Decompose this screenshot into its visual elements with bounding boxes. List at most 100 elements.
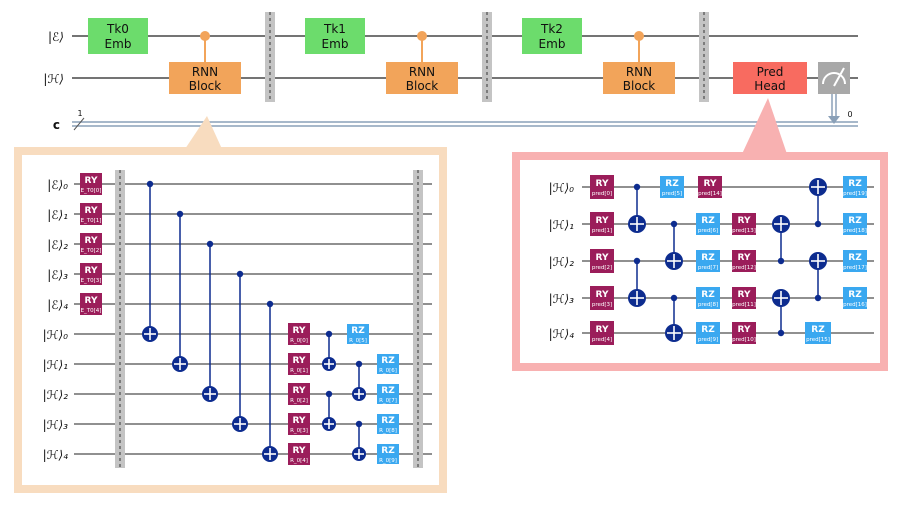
pred-rz-bottom-param: pred[15] <box>806 337 830 343</box>
rnn-cnot-h12-control-dot <box>355 360 363 368</box>
classical-bus-slash <box>73 117 85 131</box>
token-label-top: Tk0 <box>106 22 129 36</box>
pred-cnot-12 <box>665 220 683 270</box>
rnn-cnot-h23-control-dot <box>325 390 333 398</box>
pred-ry-col-2-name: RY <box>738 290 751 300</box>
rnn-h-ry-gate-4: RYR_0[4] <box>288 443 310 465</box>
rnn-wire-label-0: |ℰ⟩₀ <box>47 178 68 192</box>
pred-cnot-34 <box>665 294 683 342</box>
pred-ry-gate-1-name: RY <box>596 216 609 226</box>
pred-ry-gate-4-param: pred[4] <box>592 337 612 343</box>
rnn-e-ry-gate-2-name: RY <box>85 236 98 246</box>
pred-ry-col-2-box <box>732 287 756 309</box>
rnn-h-rz-gate-1-name: RZ <box>381 356 395 366</box>
pred-cnot-21 <box>772 215 790 265</box>
rnn-e-ry-gate-4-param: E_T0[4] <box>81 308 102 314</box>
pred-ry-col-0-name: RY <box>738 216 751 226</box>
top-barrier-0 <box>265 12 275 102</box>
rnn-h-rz-gate-4-name: RZ <box>381 446 395 456</box>
rnn-control-dot <box>417 31 427 41</box>
rnn-wire-label-2: |ℰ⟩₂ <box>47 238 68 252</box>
rnn-cnot-h01 <box>322 330 336 371</box>
pred-rz-right-0-box <box>843 176 867 198</box>
rnn-e-ry-gate-0: RY E_T0[0] <box>80 173 102 195</box>
pred-rz-right-1-param: pred[18] <box>843 228 867 234</box>
pred-rz-col-3-param: pred[9] <box>698 337 718 343</box>
pred-rz-bottom: RZ pred[15] <box>805 322 831 344</box>
rnn-label-bottom: Block <box>406 79 439 93</box>
pred-ry-col-3-param: pred[10] <box>732 337 756 343</box>
rnn-cnot-0 <box>142 180 158 342</box>
pred-cnot-01 <box>628 183 646 233</box>
token-box <box>305 18 365 54</box>
rnn-e-ry-gate-0-param: E_T0[0] <box>81 188 102 194</box>
rnn-h-ry-gate-3-box <box>288 413 310 435</box>
wire-label-h: |ℋ⟩ <box>43 72 64 86</box>
rnn-h-ry-gate-4-param: R_0[4] <box>290 458 308 464</box>
rnn-e-ry-gate-1-name: RY <box>85 206 98 216</box>
pred-wire-label-4: |ℋ⟩₄ <box>549 327 575 341</box>
pred-callout-pointer <box>742 98 787 154</box>
rnn-e-ry-gate-1-box <box>80 203 102 225</box>
pred-ry-top-name: RY <box>704 179 717 189</box>
pred-rz-right-3-param: pred[16] <box>843 302 867 308</box>
rnn-h-rz-gate-4-box <box>377 444 399 464</box>
rnn-control-dot <box>634 31 644 41</box>
meter-arrow <box>828 116 840 124</box>
pred-cnot-10 <box>809 178 827 228</box>
pred-ry-col-3: RY pred[10] <box>732 322 756 344</box>
token-label-top: Tk2 <box>540 22 563 36</box>
rnn-barrier-left <box>115 170 125 468</box>
pred-rz-right-2-param: pred[17] <box>843 265 867 271</box>
rnn-h-rz-gate-4: RZ R_0[9] <box>377 444 399 464</box>
rnn-h-ry-gate-0-param: R_0[0] <box>290 338 308 344</box>
pred-ry-gate-1-param: pred[1] <box>592 228 612 234</box>
rnn-label-bottom: Block <box>623 79 656 93</box>
pred-ry-gate-4-box <box>590 321 614 345</box>
rnn-e-ry-gate-1-param: E_T0[1] <box>81 218 102 224</box>
pred-ry-col-3-name: RY <box>738 325 751 335</box>
rnn-e-ry-gate-3-box <box>80 263 102 285</box>
rnn-box <box>603 62 675 94</box>
wire-label-e: |ℰ⟩ <box>48 30 64 44</box>
classical-measure-index: 0 <box>847 110 852 119</box>
rnn-control-dot <box>200 31 210 41</box>
rnn-h-ry-gate-0-box <box>288 323 310 345</box>
pred-rz-right-3-box <box>843 287 867 309</box>
rnn-box <box>386 62 458 94</box>
rnn-h-rz-gate-1-box <box>377 354 399 374</box>
pred-cnot-21-control-dot <box>777 257 785 265</box>
token-label-bottom: Emb <box>322 37 349 51</box>
pred-ry-top-param: pred[14] <box>698 191 722 197</box>
pred-rz-bottom-name: RZ <box>811 325 825 335</box>
rnn-wire-label-1: |ℰ⟩₁ <box>47 208 68 222</box>
rnn-h-ry-gate-0: RYR_0[0] <box>288 323 310 345</box>
pred-ry-col-1-param: pred[12] <box>732 265 756 271</box>
pred-cnot-12-control-dot <box>670 220 678 228</box>
rnn-h-ry-gate-1: RYR_0[1] <box>288 353 310 375</box>
pred-cnot-01-control-dot <box>633 183 641 191</box>
rnn-h-ry-gate-3-name: RY <box>293 416 306 426</box>
rnn-cnot-2 <box>202 240 218 402</box>
pred-rz-top-name: RZ <box>665 179 679 189</box>
rnn-cnot-h23 <box>322 390 336 431</box>
pred-rz-top-param: pred[5] <box>662 191 682 197</box>
rnn-e-ry-gate-0-name: RY <box>85 176 98 186</box>
pred-ry-gate-1-box <box>590 212 614 236</box>
rnn-cnot-0-control-dot <box>146 180 154 188</box>
rnn-h-ry-gate-2-name: RY <box>293 386 306 396</box>
rnn-h-rz-gate-4-param: R_0[9] <box>379 458 397 464</box>
rnn-callout-pointer <box>185 116 222 149</box>
pred-ry-gate-3-param: pred[3] <box>592 302 612 308</box>
rnn-h-rz-gate-0-param: R_0[5] <box>349 338 367 344</box>
rnn-panel-frame <box>14 147 447 493</box>
